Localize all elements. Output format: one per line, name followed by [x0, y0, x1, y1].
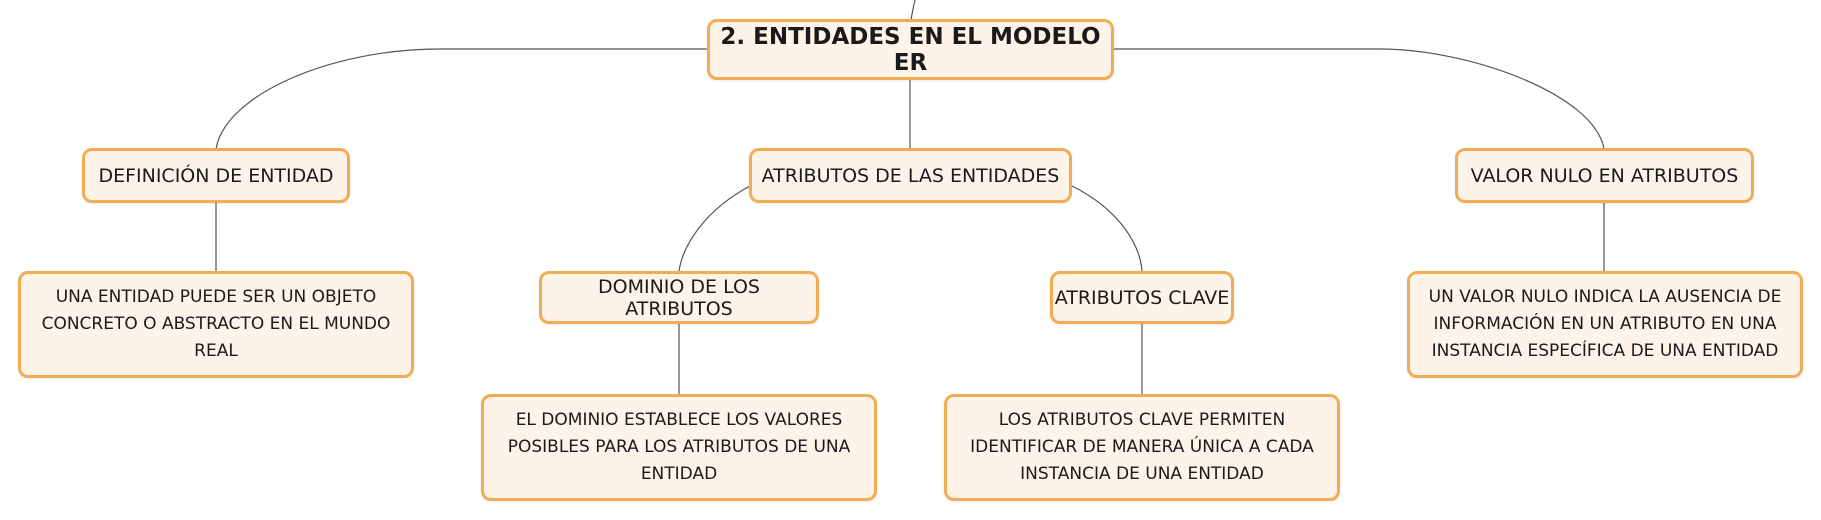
detail-dominio-atributos[interactable]: EL DOMINIO ESTABLECE LOS VALORES POSIBLE…: [481, 394, 877, 501]
detail-definicion-entidad[interactable]: UNA ENTIDAD PUEDE SER UN OBJETO CONCRETO…: [18, 271, 414, 378]
detail-valor-nulo-text: UN VALOR NULO INDICA LA AUSENCIA DE INFO…: [1428, 287, 1782, 361]
detail-dominio-atributos-text: EL DOMINIO ESTABLECE LOS VALORES POSIBLE…: [507, 410, 851, 484]
topic-atributos-clave-label: ATRIBUTOS CLAVE: [1054, 286, 1230, 309]
detail-atributos-clave[interactable]: LOS ATRIBUTOS CLAVE PERMITEN IDENTIFICAR…: [944, 394, 1340, 501]
detail-atributos-clave-text: LOS ATRIBUTOS CLAVE PERMITEN IDENTIFICAR…: [970, 410, 1314, 484]
topic-dominio-atributos-label: DOMINIO DE LOS ATRIBUTOS: [598, 275, 760, 320]
topic-valor-nulo-label: VALOR NULO EN ATRIBUTOS: [1470, 164, 1739, 187]
connector-atributos-to-clave: [1071, 185, 1143, 272]
connector-root-to-definicion: [215, 48, 708, 150]
detail-valor-nulo[interactable]: UN VALOR NULO INDICA LA AUSENCIA DE INFO…: [1407, 271, 1803, 378]
topic-definicion-entidad-label: DEFINICIÓN DE ENTIDAD: [98, 164, 334, 187]
topic-atributos-entidades-label: ATRIBUTOS DE LAS ENTIDADES: [761, 164, 1060, 187]
detail-definicion-entidad-text: UNA ENTIDAD PUEDE SER UN OBJETO CONCRETO…: [41, 287, 391, 361]
topic-atributos-entidades[interactable]: ATRIBUTOS DE LAS ENTIDADES: [749, 148, 1072, 203]
connector-parent-to-root: [910, 0, 916, 21]
root-topic-label: 2. ENTIDADES EN EL MODELO ER: [720, 23, 1101, 76]
connector-root-to-nulo: [1113, 48, 1605, 150]
topic-atributos-clave[interactable]: ATRIBUTOS CLAVE: [1050, 271, 1234, 324]
topic-definicion-entidad[interactable]: DEFINICIÓN DE ENTIDAD: [82, 148, 350, 203]
topic-dominio-atributos[interactable]: DOMINIO DE LOS ATRIBUTOS: [539, 271, 819, 324]
connector-atributos-to-dominio: [678, 185, 751, 272]
topic-valor-nulo[interactable]: VALOR NULO EN ATRIBUTOS: [1455, 148, 1754, 203]
root-topic[interactable]: 2. ENTIDADES EN EL MODELO ER: [707, 19, 1114, 80]
